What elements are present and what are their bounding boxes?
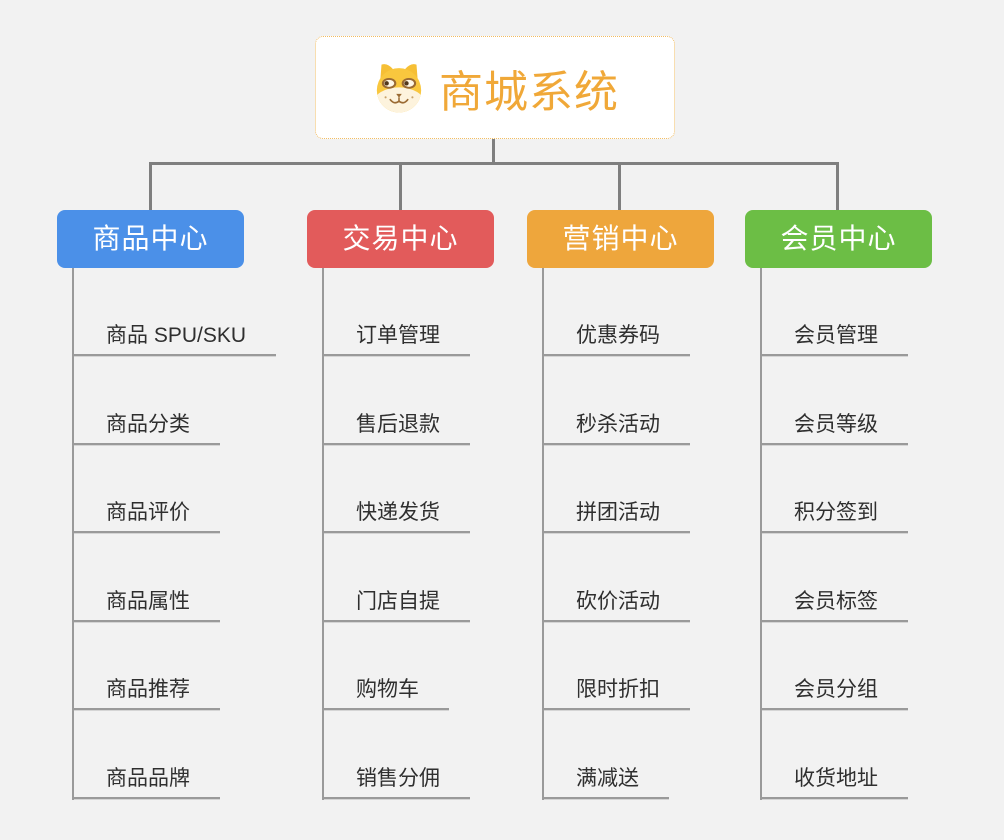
child-topic[interactable]: 积分签到 — [760, 501, 908, 533]
connector-drop-1 — [149, 162, 152, 210]
child-topic[interactable]: 商品推荐 — [72, 678, 220, 710]
branch-children-list: 优惠券码秒杀活动拼团活动砍价活动限时折扣满减送 — [542, 268, 690, 840]
child-topic[interactable]: 销售分佣 — [322, 767, 470, 799]
child-topic[interactable]: 限时折扣 — [542, 678, 690, 710]
branch-spine — [72, 268, 74, 800]
child-topic[interactable]: 会员管理 — [760, 324, 908, 356]
branch-header-marketing[interactable]: 营销中心 — [527, 210, 714, 268]
doge-icon — [376, 63, 422, 112]
child-topic[interactable]: 商品 SPU/SKU — [72, 324, 277, 356]
child-topic[interactable]: 商品分类 — [72, 413, 220, 445]
branch-trade-center: 交易中心 订单管理售后退款快递发货门店自提购物车销售分佣 — [307, 210, 494, 800]
branch-children-list: 商品 SPU/SKU 商品分类商品评价商品属性商品推荐商品品牌 — [72, 268, 277, 840]
child-topic[interactable]: 砍价活动 — [542, 590, 690, 622]
branch-member-center: 会员中心 会员管理会员等级积分签到会员标签会员分组收货地址 — [745, 210, 932, 800]
child-topic[interactable]: 会员分组 — [760, 678, 908, 710]
connector-drop-4 — [836, 162, 839, 210]
branch-header-product[interactable]: 商品中心 — [57, 210, 244, 268]
child-topic[interactable]: 拼团活动 — [542, 501, 690, 533]
branch-product-center: 商品中心 商品 SPU/SKU 商品分类商品评价商品属性商品推荐商品品牌 — [57, 210, 277, 800]
child-topic[interactable]: 订单管理 — [322, 324, 470, 356]
child-topic[interactable]: 会员标签 — [760, 590, 908, 622]
branch-spine — [542, 268, 544, 800]
child-topic[interactable]: 门店自提 — [322, 590, 470, 622]
root-topic[interactable]: 商城系统 — [315, 36, 675, 139]
branch-marketing-center: 营销中心 优惠券码秒杀活动拼团活动砍价活动限时折扣满减送 — [527, 210, 714, 800]
connector-drop-3 — [618, 162, 621, 210]
child-topic[interactable]: 满减送 — [542, 767, 669, 799]
child-topic[interactable]: 秒杀活动 — [542, 413, 690, 445]
connector-horizontal-rail — [149, 162, 839, 165]
branch-children-list: 订单管理售后退款快递发货门店自提购物车销售分佣 — [322, 268, 470, 840]
branch-header-trade[interactable]: 交易中心 — [307, 210, 494, 268]
child-topic[interactable]: 快递发货 — [322, 501, 470, 533]
branch-children-list: 会员管理会员等级积分签到会员标签会员分组收货地址 — [760, 268, 908, 840]
connector-drop-2 — [399, 162, 402, 210]
child-topic[interactable]: 优惠券码 — [542, 324, 690, 356]
child-topic[interactable]: 购物车 — [322, 678, 449, 710]
child-topic[interactable]: 会员等级 — [760, 413, 908, 445]
child-topic[interactable]: 售后退款 — [322, 413, 470, 445]
root-topic-title: 商城系统 — [439, 67, 619, 117]
connector-root-stub — [492, 139, 495, 163]
child-topic[interactable]: 商品属性 — [72, 590, 220, 622]
child-topic[interactable]: 商品评价 — [72, 501, 220, 533]
child-topic[interactable]: 商品品牌 — [72, 767, 220, 799]
branch-spine — [760, 268, 762, 800]
child-topic[interactable]: 收货地址 — [760, 767, 908, 799]
branch-spine — [322, 268, 324, 800]
branch-header-member[interactable]: 会员中心 — [745, 210, 932, 268]
